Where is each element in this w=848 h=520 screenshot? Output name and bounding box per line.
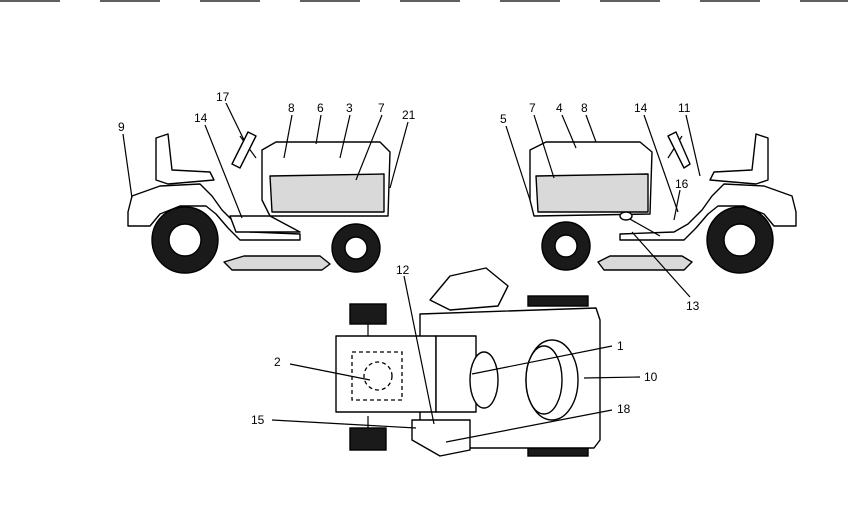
callout-11: 11 [678, 101, 691, 115]
tractor-top-view [335, 267, 601, 457]
callout-17: 17 [216, 90, 230, 104]
callout-2: 2 [274, 355, 281, 369]
callout-9: 9 [118, 120, 125, 134]
callout-4: 4 [556, 101, 563, 115]
callout-7-right: 7 [529, 101, 536, 115]
callout-labels: 9 14 17 8 6 3 7 21 5 7 4 8 14 11 16 13 1… [118, 90, 700, 427]
callout-14-right: 14 [634, 101, 648, 115]
callout-1: 1 [617, 339, 624, 353]
callout-7-left: 7 [378, 101, 385, 115]
callout-10: 10 [644, 370, 658, 384]
callout-12: 12 [396, 263, 410, 277]
leader-lines [122, 102, 701, 443]
tractor-right-side-view [529, 131, 797, 274]
callout-14-left: 14 [194, 111, 208, 125]
tractor-left-side-view [127, 131, 391, 274]
callout-5: 5 [500, 112, 507, 126]
callout-15: 15 [251, 413, 265, 427]
callout-21: 21 [402, 108, 416, 122]
callout-8-left: 8 [288, 101, 295, 115]
callout-3: 3 [346, 101, 353, 115]
callout-6: 6 [317, 101, 324, 115]
callout-16: 16 [675, 177, 689, 191]
callout-8-right: 8 [581, 101, 588, 115]
callout-13: 13 [686, 299, 700, 313]
callout-18: 18 [617, 402, 631, 416]
